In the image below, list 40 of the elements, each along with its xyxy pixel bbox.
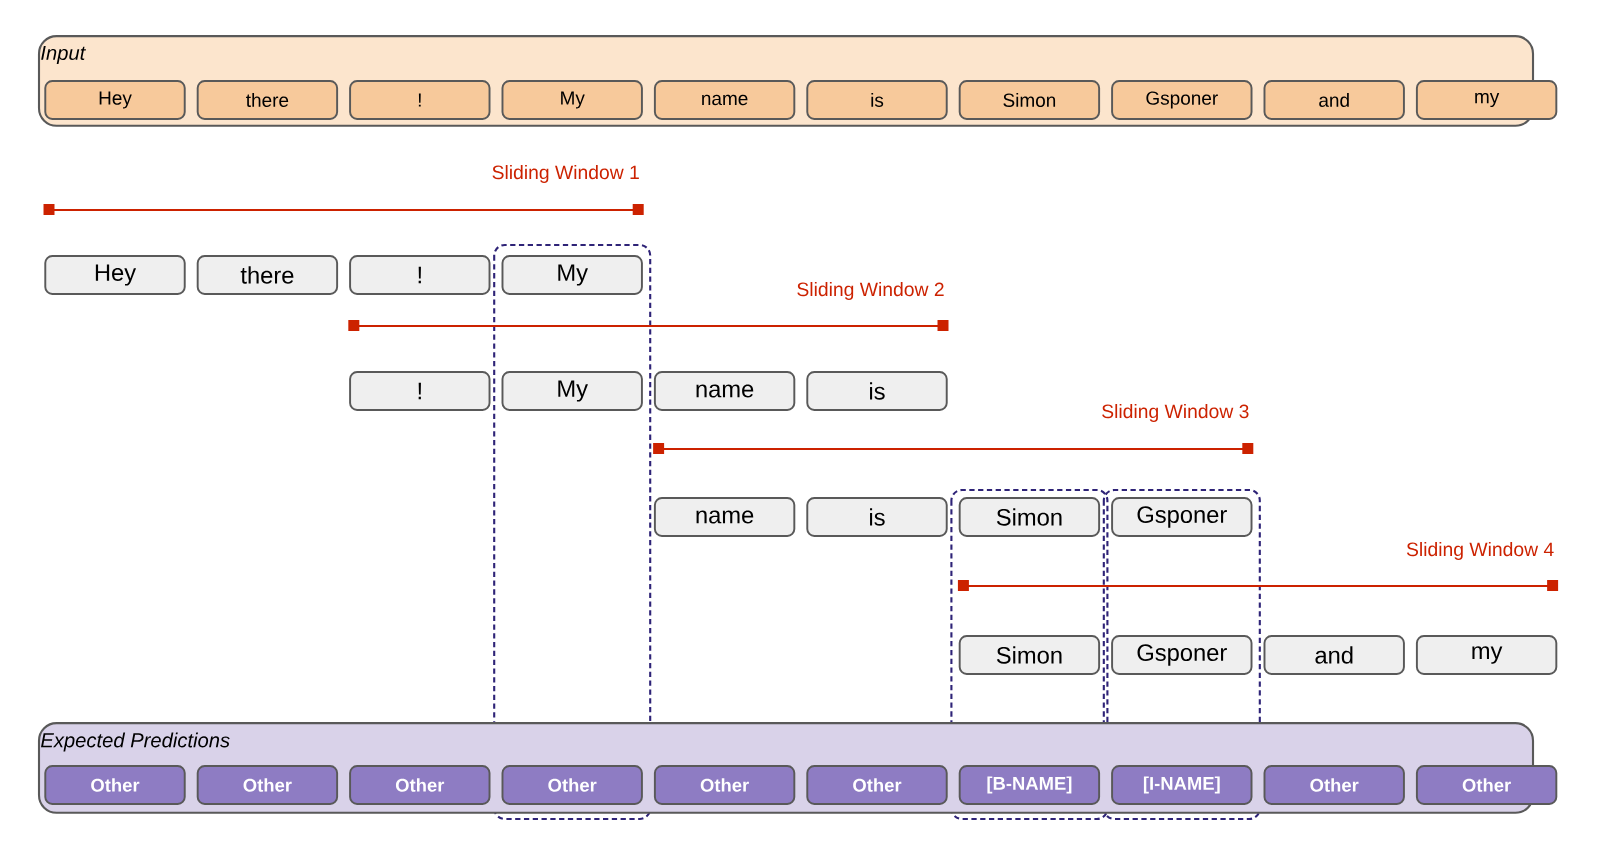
token-box: name <box>653 80 796 120</box>
token-box: Hey <box>44 255 186 295</box>
label-box: Other <box>196 765 339 805</box>
token-box: ! <box>349 371 491 411</box>
token-box: ! <box>349 80 491 120</box>
token-box: my <box>1415 635 1558 675</box>
token-box: Gsponer <box>1111 80 1253 120</box>
window-label: Sliding Window 2 <box>797 282 944 300</box>
label-box: [B-NAME] <box>958 765 1101 805</box>
token-box: My <box>501 371 643 411</box>
token-box: is <box>806 80 948 120</box>
token-box: and <box>1263 635 1405 675</box>
label-box: Other <box>1415 765 1558 805</box>
token-box: My <box>501 80 643 120</box>
token-box: name <box>653 497 796 537</box>
window-label: Sliding Window 3 <box>1102 404 1249 422</box>
window-label: Sliding Window 1 <box>492 165 639 183</box>
label-box: Other <box>44 765 186 805</box>
token-box: is <box>806 371 948 411</box>
token-box: Hey <box>44 80 186 120</box>
label-box: Other <box>653 765 796 805</box>
token-box: there <box>196 255 339 295</box>
token-box: there <box>196 80 339 120</box>
label-box: Other <box>1263 765 1405 805</box>
token-box: ! <box>349 255 491 295</box>
token-box: name <box>653 371 796 411</box>
token-box: My <box>501 255 643 295</box>
window-label: Sliding Window 4 <box>1406 542 1554 560</box>
token-box: Simon <box>958 635 1101 675</box>
token-box: Simon <box>958 497 1101 537</box>
label-box: Other <box>349 765 491 805</box>
token-box: my <box>1415 80 1558 120</box>
token-box: and <box>1263 80 1405 120</box>
token-box: Gsponer <box>1111 497 1253 537</box>
token-box: Simon <box>958 80 1101 120</box>
token-box: is <box>806 497 948 537</box>
label-box: Other <box>806 765 948 805</box>
token-box: Gsponer <box>1111 635 1253 675</box>
label-box: Other <box>501 765 643 805</box>
label-box: [I-NAME] <box>1111 765 1253 805</box>
